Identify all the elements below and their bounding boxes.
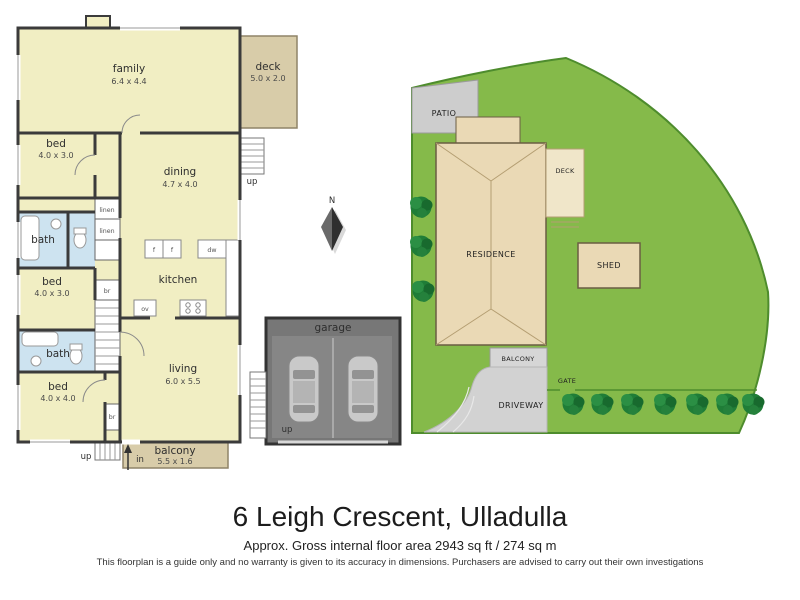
up-label-entry: up (81, 452, 92, 462)
bed1-label: bed (46, 138, 66, 150)
robe-label-2: br (109, 414, 116, 421)
residence-label: RESIDENCE (466, 250, 516, 259)
up-label-garage: up (282, 425, 293, 435)
fridge-label-1: f (153, 247, 156, 254)
car-1 (288, 355, 320, 423)
bed1-dims: 4.0 x 3.0 (38, 151, 73, 160)
site-deck (545, 148, 585, 218)
bed3-label: bed (48, 381, 68, 393)
dishwasher-label: dw (207, 247, 216, 254)
oven-label: ov (141, 306, 149, 313)
family-dims: 6.4 x 4.4 (111, 77, 146, 86)
balcony-dims: 5.5 x 1.6 (157, 457, 192, 466)
dining-dims: 4.7 x 4.0 (162, 180, 197, 189)
entry-stairs (94, 441, 121, 461)
floorplan: family 6.4 x 4.4 deck 5.0 x 2.0 bed 4.0 … (15, 15, 298, 470)
oven (133, 299, 157, 317)
deck-steps (551, 216, 579, 228)
dining-label: dining (164, 166, 196, 178)
driveway-curve-lines (436, 386, 475, 433)
bed2-dims: 4.0 x 3.0 (34, 289, 69, 298)
living-label: living (169, 363, 197, 375)
fridge-2 (162, 239, 182, 259)
robe-label-1: br (104, 288, 111, 295)
siteplan: PATIO RESIDENCE DECK SHED BALCONY DRIVEW… (410, 56, 770, 434)
fridge-label-2: f (171, 247, 174, 254)
roof-notch (85, 15, 111, 29)
bed2-label: bed (42, 276, 62, 288)
site-deck-label: DECK (555, 167, 575, 175)
bed3-dims: 4.0 x 4.0 (40, 394, 75, 403)
linen-closet (94, 197, 121, 261)
main-stairs-treads (95, 307, 120, 365)
deck-stairs-treads (240, 143, 264, 169)
bath2-fixtures (21, 331, 83, 367)
kitchen-bench (225, 239, 241, 317)
deck-area (239, 35, 298, 129)
cooktop (179, 299, 207, 317)
compass-west-half (321, 207, 332, 251)
main-stairs (94, 299, 121, 373)
entry-arrow-head (124, 444, 132, 453)
compass-east-half (332, 207, 343, 251)
compass: N (321, 196, 346, 254)
garage: garage up (249, 316, 402, 446)
disclaimer: This floorplan is a guide only and no wa… (96, 557, 704, 568)
up-label-deck: up (247, 177, 258, 187)
linen-label-2: linen (99, 228, 114, 235)
kitchen-label: kitchen (159, 274, 198, 286)
bath1-label: bath (31, 234, 55, 246)
compass-north-label: N (329, 196, 335, 206)
caption-block: 6 Leigh Crescent, Ulladulla Approx. Gros… (0, 501, 800, 568)
deck-dims: 5.0 x 2.0 (250, 74, 285, 83)
family-label: family (113, 63, 145, 75)
gate-label: GATE (558, 377, 576, 385)
shed-label: SHED (597, 261, 621, 270)
living-dims: 6.0 x 5.5 (165, 377, 200, 386)
door-arcs (74, 114, 145, 403)
window-glass-lines (17, 27, 241, 443)
linen-label-1: linen (99, 207, 114, 214)
patio-label: PATIO (432, 109, 457, 118)
plan-canvas: PATIO RESIDENCE DECK SHED BALCONY DRIVEW… (15, 15, 770, 470)
entry-stairs-treads (99, 442, 116, 460)
cooktop-burners (185, 302, 201, 314)
dishwasher (197, 239, 227, 259)
linen-closet-dividers (95, 218, 120, 241)
driveway-label: DRIVEWAY (498, 401, 543, 410)
balcony-area (122, 441, 229, 469)
garage-label: garage (315, 322, 352, 334)
balcony-label: balcony (154, 445, 195, 457)
site-balcony-label: BALCONY (501, 355, 534, 363)
residence-roof-lines (435, 142, 547, 346)
bath1-fixtures (20, 215, 87, 261)
shed-building (577, 242, 641, 289)
area-note: Approx. Gross internal floor area 2943 s… (243, 538, 557, 553)
bath2-label: bath (46, 348, 70, 360)
in-label: in (136, 455, 144, 465)
residence-top-wing (455, 116, 521, 144)
interior-walls (18, 131, 240, 442)
deck-label: deck (256, 61, 282, 73)
car-2 (347, 355, 379, 423)
garage-stairs-treads (250, 378, 266, 429)
page-title: 6 Leigh Crescent, Ulladulla (232, 501, 568, 532)
